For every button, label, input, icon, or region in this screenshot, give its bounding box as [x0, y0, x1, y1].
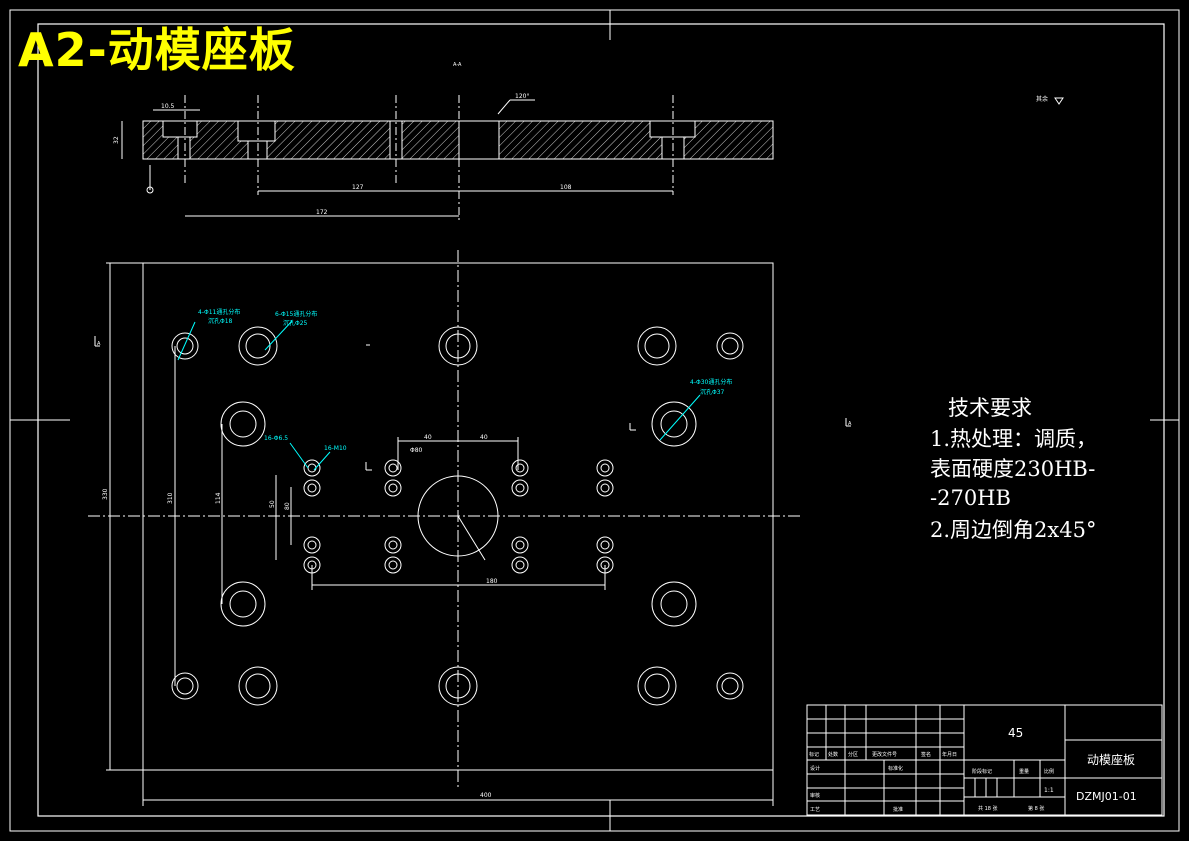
- label-doc-no: 更改文件号: [872, 751, 897, 758]
- bore-dia: Φ80: [410, 447, 423, 454]
- dim-width: 400: [480, 792, 492, 799]
- note-holes-2b: 沉孔Φ25: [283, 319, 308, 327]
- label-zone: 分区: [848, 751, 858, 758]
- tech-req-line3: -270HB: [930, 486, 1011, 510]
- note-holes-1b: 沉孔Φ18: [208, 317, 233, 325]
- label-date: 年月日: [942, 751, 957, 758]
- label-total-sheets: 共 18 张: [978, 805, 998, 812]
- dim-172: 172: [316, 209, 328, 216]
- scale: 1:1: [1044, 787, 1054, 794]
- roughness-note: 其余: [1036, 95, 1048, 103]
- dim-114: 114: [215, 492, 222, 504]
- section-mark-a-left: A: [97, 341, 101, 347]
- tech-req-line1: 1.热处理：调质，: [930, 427, 1098, 451]
- label-weight: 重量: [1019, 768, 1029, 775]
- section-view: [121, 95, 774, 220]
- chamfer-note: 120°: [515, 93, 529, 100]
- dim-height: 330: [102, 488, 109, 500]
- label-standardize: 标准化: [888, 765, 903, 772]
- plan-view: [88, 250, 851, 806]
- title-block-grid: [806, 704, 1163, 816]
- dim-50: 50: [269, 500, 276, 508]
- part-name: 动模座板: [1087, 752, 1135, 767]
- label-review: 审核: [810, 792, 820, 799]
- note-holes-2: 6-Φ15通孔分布: [275, 310, 317, 318]
- dim-10-5: 10.5: [161, 103, 175, 110]
- roughness-symbol: [1054, 97, 1064, 105]
- label-approve: 批准: [893, 806, 903, 813]
- tech-req-heading: 技术要求: [948, 396, 1032, 420]
- label-signature: 签名: [921, 751, 931, 758]
- dim-80: 80: [284, 502, 291, 510]
- dim-108: 108: [560, 184, 572, 191]
- dim-height-32: 32: [113, 136, 120, 144]
- tech-req-line4: 2.周边倒角2x45°: [930, 518, 1097, 542]
- label-sheet-no: 第 8 张: [1028, 805, 1044, 812]
- label-mark: 标记: [809, 751, 819, 758]
- dim-180: 180: [486, 578, 498, 585]
- tech-req-line2: 表面硬度230HB-: [930, 457, 1096, 481]
- note-holes-1: 4-Φ11通孔分布: [198, 308, 240, 316]
- dim-127: 127: [352, 184, 364, 191]
- dim-40b: 40: [480, 434, 488, 441]
- label-count: 处数: [828, 751, 838, 758]
- section-label: A-A: [453, 62, 462, 68]
- dim-inner-h: 310: [167, 492, 174, 504]
- material: 45: [1008, 726, 1023, 740]
- note-holes-3: 4-Φ30通孔分布: [690, 378, 732, 386]
- drawing-title: A2-动模座板: [18, 23, 296, 77]
- note-holes-3b: 沉孔Φ37: [700, 388, 725, 396]
- label-stage-mark: 阶段标记: [972, 768, 992, 775]
- drawing-number: DZMJ01-01: [1076, 790, 1137, 803]
- label-ratio: 比例: [1044, 768, 1054, 775]
- note-holes-4: 16-Φ6.5: [264, 435, 288, 442]
- label-design: 设计: [810, 765, 820, 772]
- section-mark-a-right: A: [848, 421, 852, 427]
- label-process: 工艺: [810, 807, 820, 813]
- dim-40a: 40: [424, 434, 432, 441]
- note-holes-5: 16-M10: [324, 445, 347, 452]
